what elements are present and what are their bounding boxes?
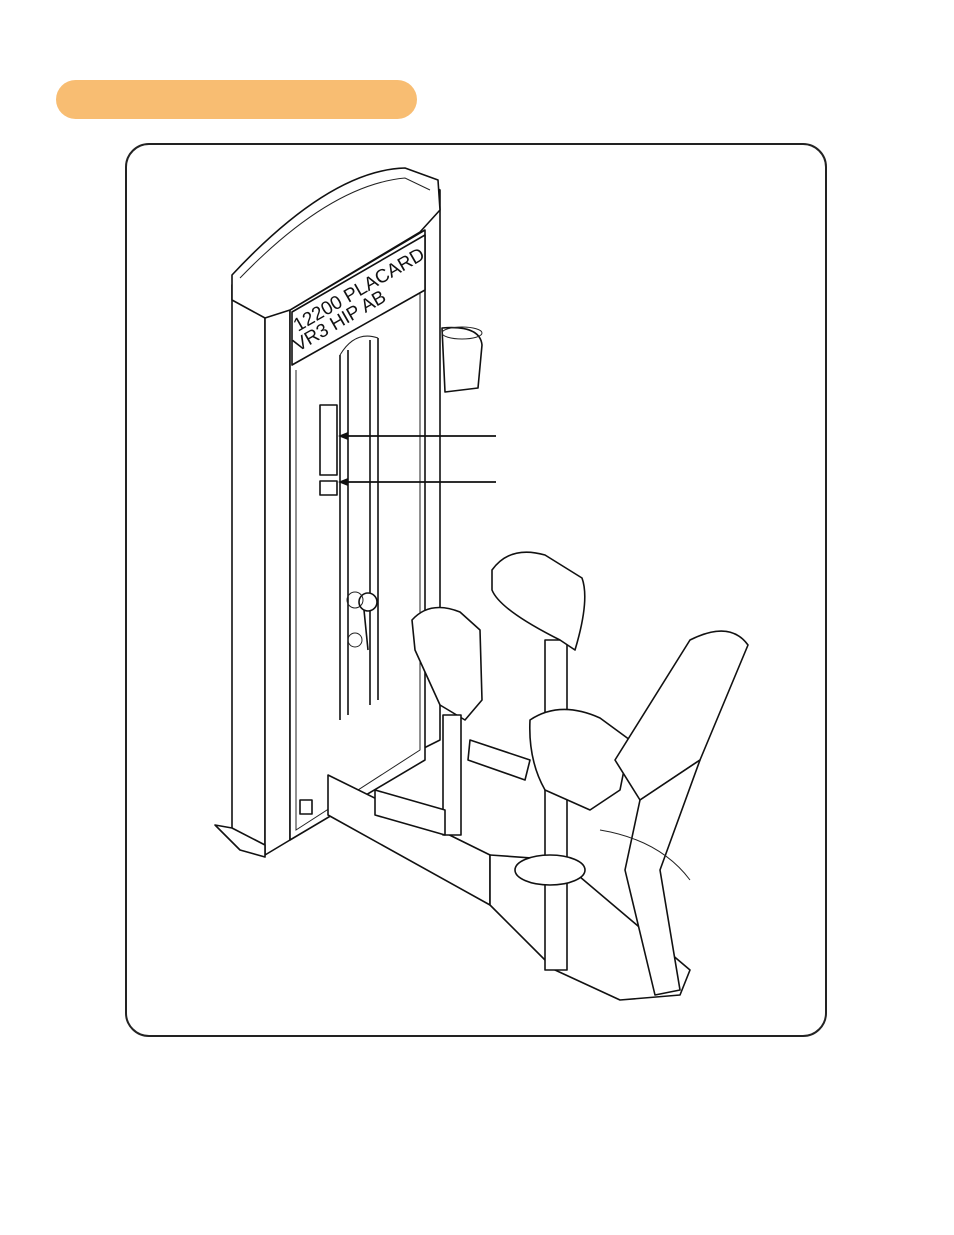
seat-pad xyxy=(528,708,631,811)
base-frame xyxy=(327,774,491,906)
seat-post xyxy=(544,639,568,971)
back-pad xyxy=(491,551,586,651)
right-thigh-pad xyxy=(614,630,749,801)
weight-stack-frame: 12200 PLACARD VR3 HIP AB xyxy=(214,167,441,858)
selector-pin xyxy=(358,592,378,612)
warning-decal xyxy=(319,480,338,496)
section-header-bar xyxy=(56,80,417,119)
instruction-placard xyxy=(319,404,338,476)
callout-arrows xyxy=(338,432,496,486)
illustration-frame xyxy=(125,143,827,1037)
